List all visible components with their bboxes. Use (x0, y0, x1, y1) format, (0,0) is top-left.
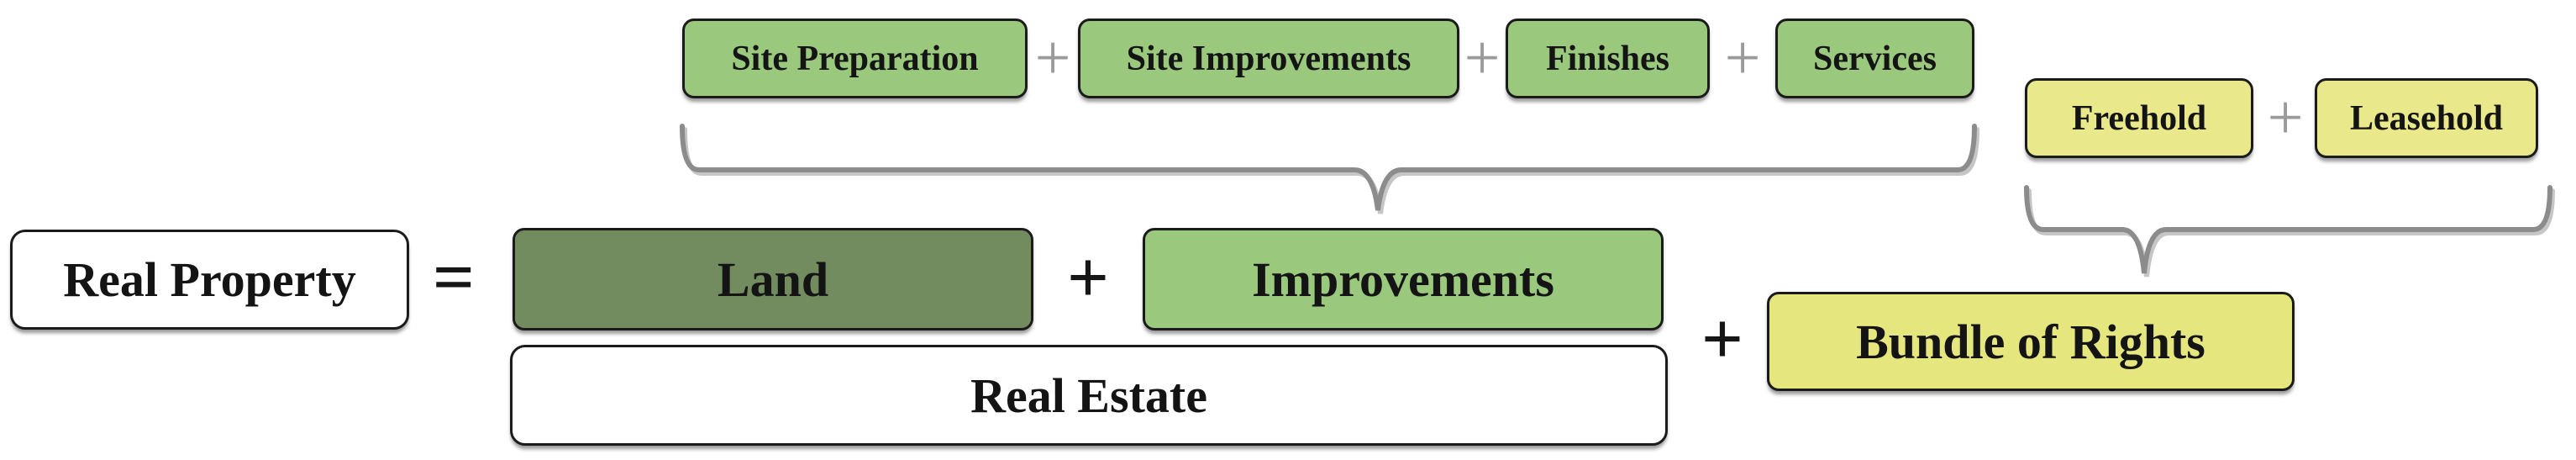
node-land: Land (513, 228, 1033, 330)
plus-sign: + (1066, 237, 1110, 319)
plus-separator: + (1034, 23, 1071, 93)
node-freehold: Freehold (2025, 78, 2253, 158)
equals-sign: = (432, 237, 476, 319)
node-leasehold: Leasehold (2315, 78, 2538, 158)
improvements-brace (680, 124, 1977, 211)
node-real-estate: Real Estate (510, 345, 1668, 446)
node-improvements: Improvements (1143, 228, 1664, 330)
plus-sign: + (1701, 299, 1744, 380)
node-finishes: Finishes (1506, 19, 1710, 98)
plus-separator: + (1724, 23, 1761, 93)
rights-brace (2024, 185, 2552, 274)
plus-separator: + (2267, 82, 2304, 153)
node-bundle-of-rights: Bundle of Rights (1767, 292, 2295, 391)
plus-separator: + (1464, 23, 1501, 93)
node-real-property: Real Property (10, 230, 409, 330)
node-services: Services (1775, 19, 1974, 98)
node-site-preparation: Site Preparation (682, 19, 1028, 98)
node-site-improvements: Site Improvements (1078, 19, 1459, 98)
